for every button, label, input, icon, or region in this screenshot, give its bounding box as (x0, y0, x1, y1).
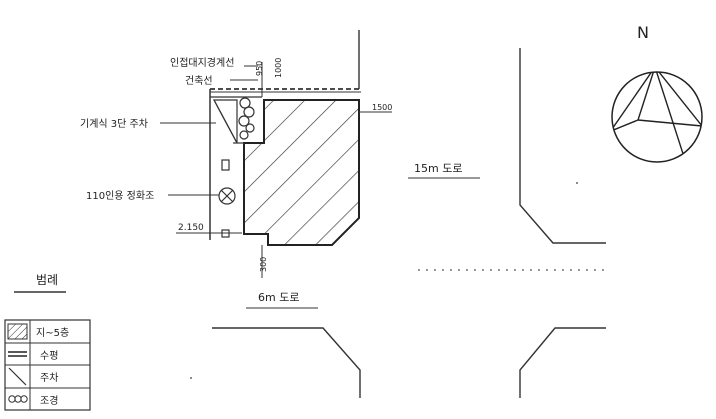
legend: 범례 지~5층 수평 주차 조경 (4, 273, 91, 411)
label-dim-top-a: 950 (255, 61, 264, 76)
legend-swatch-circles-icon (8, 395, 28, 403)
septic-tank-symbol (218, 159, 236, 238)
label-machine-parking: 기계식 3단 주차 (80, 118, 148, 130)
legend-label-1: 지~5층 (36, 327, 69, 339)
compass-arrow-icon (612, 72, 702, 162)
label-dim-top-b: 1000 (274, 58, 283, 78)
parking-diagonal (213, 99, 238, 144)
legend-label-4: 조경 (40, 394, 58, 407)
road-edge-south-left (212, 327, 361, 398)
road-edge-east-upper (519, 48, 606, 244)
label-road-south: 6m 도로 (258, 291, 299, 304)
legend-label-2: 수평 (40, 350, 58, 362)
label-dim-right: 1500 (372, 103, 392, 112)
road-lines (212, 30, 606, 398)
legend-label-3: 주차 (40, 372, 58, 384)
legend-swatch-hatch-icon (7, 323, 28, 340)
legend-swatch-diagonal-icon (8, 367, 27, 386)
legend-swatch-double-line-icon (8, 351, 27, 357)
label-dim-bottom: 300 (259, 257, 268, 272)
road-edge-south-right (519, 327, 606, 398)
scan-marks (190, 182, 578, 379)
landscape-circles (238, 97, 255, 140)
building-footprint (243, 99, 360, 246)
label-septic: 110인용 정화조 (86, 190, 154, 202)
label-setback-left: 2.150 (178, 223, 204, 233)
legend-title: 범례 (36, 273, 58, 287)
label-boundary: 인접대지경계선 (170, 56, 234, 69)
label-road-east: 15m 도로 (414, 162, 462, 175)
north-letter: N (637, 23, 649, 42)
site-plan (176, 62, 392, 278)
compass-circle (611, 71, 703, 163)
north-compass: N (611, 23, 703, 163)
label-building-line: 건축선 (185, 75, 213, 87)
leaders (160, 65, 258, 196)
